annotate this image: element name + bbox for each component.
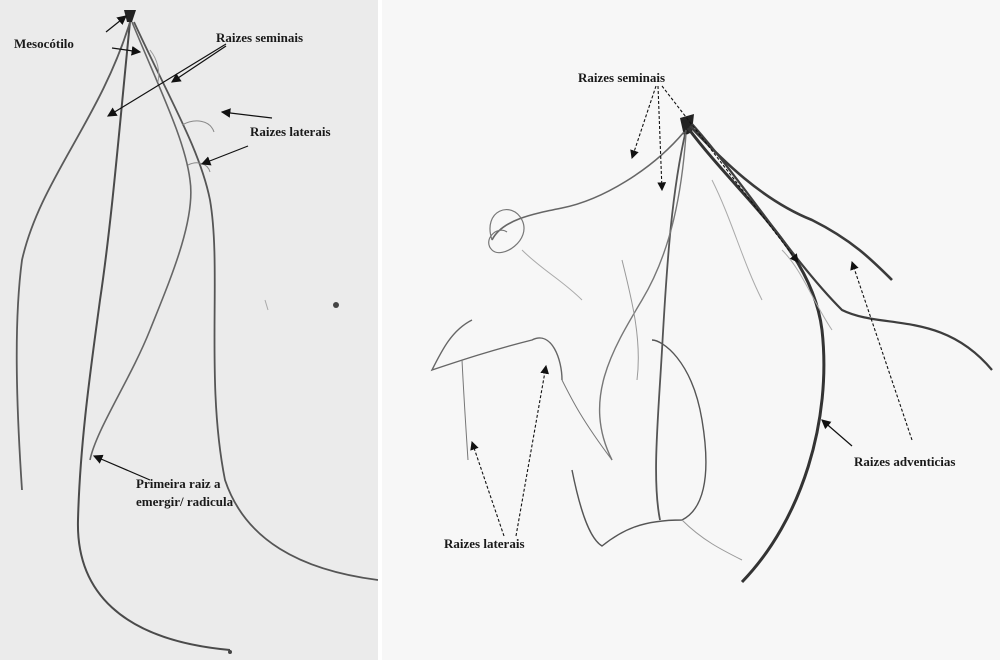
seminal-root-b [492,132,684,240]
label-lateral-roots-right: Raizes laterais [444,536,525,552]
right-root-drawing [382,0,1000,660]
label-mesocotilo: Mesocótilo [14,36,74,52]
left-root-photo: Mesocótilo Raizes seminais Raizes latera… [0,0,378,660]
seminal-root-left [17,22,130,490]
seminal-root-c [600,134,686,460]
right-root-photo: Raizes seminais Raizes laterais Raizes a… [382,0,1000,660]
label-first-root-line2: emergir/ radicula [136,494,233,510]
seminal-root-mid [90,22,191,460]
primary-root [78,22,230,650]
seminal-root-a [656,130,686,520]
left-root-drawing [0,0,378,660]
adventitious-root-1 [688,128,824,582]
label-seminal-roots-left: Raizes seminais [216,30,303,46]
adventitious-root-2 [690,126,892,280]
label-seminal-roots-right: Raizes seminais [578,70,665,86]
label-lateral-roots-left: Raizes laterais [250,124,331,140]
label-adventitious-roots: Raizes adventicias [854,454,955,470]
label-first-root-line1: Primeira raiz a [136,476,220,492]
adventitious-root-3 [692,124,992,370]
